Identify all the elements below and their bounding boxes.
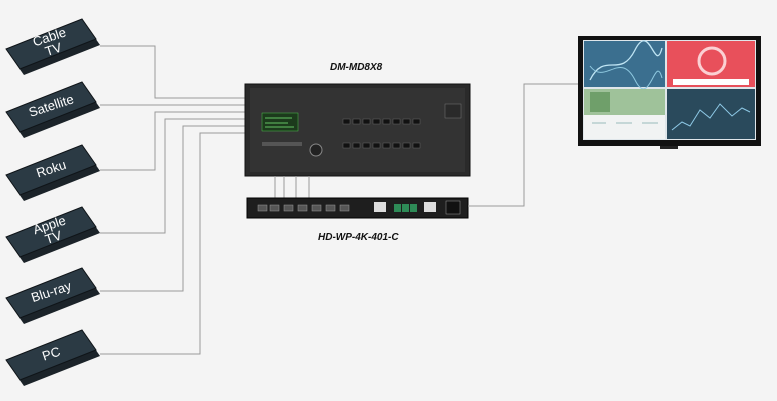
- switcher-knob-icon: [309, 143, 323, 157]
- wire-roku: [100, 111, 245, 171]
- source-box-icon: [5, 329, 97, 381]
- source-device-satellite: Satellite: [5, 81, 100, 138]
- switcher-status-icon: [444, 103, 462, 119]
- wire-display: [468, 83, 582, 207]
- terminal-block-icon: [410, 204, 417, 212]
- wire-apple-tv: [100, 118, 245, 234]
- ethernet-port-icon: [424, 202, 436, 212]
- source-box-icon: [5, 144, 97, 196]
- ethernet-port-icon: [374, 202, 386, 212]
- terminal-block-icon: [394, 204, 401, 212]
- plant-icon: [590, 92, 610, 112]
- source-box-icon: [5, 18, 97, 70]
- source-device-roku: Roku: [5, 144, 100, 201]
- source-wires: [100, 45, 245, 355]
- dna-helix-icon: [589, 40, 663, 81]
- power-port-icon: [445, 200, 461, 215]
- source-label: PC: [40, 344, 62, 364]
- source-box-icon: [5, 81, 97, 133]
- switcher-button-icon: [362, 118, 371, 125]
- switcher-button-grid: [342, 103, 462, 149]
- display-tile-text: [584, 115, 665, 139]
- source-device-pc: PC: [5, 329, 100, 386]
- flat-panel-display: [578, 36, 761, 149]
- hdmi-port-icon: [283, 204, 294, 212]
- switcher-button-icon: [402, 142, 411, 149]
- terminal-block-icon: [402, 204, 409, 212]
- wallplate-ports: [257, 200, 461, 215]
- switcher-logo-icon: [262, 142, 302, 146]
- switcher-button-icon: [352, 118, 361, 125]
- stats-bar: [673, 79, 749, 85]
- matrix-switcher: DM-MD8X8: [244, 62, 471, 177]
- source-label: TV: [43, 227, 64, 247]
- switcher-button-icon: [402, 118, 411, 125]
- switcher-button-icon: [382, 142, 391, 149]
- source-label: TV: [43, 39, 64, 59]
- switcher-button-icon: [342, 142, 351, 149]
- source-device-blu-ray: Blu-ray: [5, 267, 100, 324]
- display-tile-dna: [584, 41, 665, 87]
- line-chart-icon: [671, 103, 751, 131]
- hdmi-port-icon: [257, 204, 268, 212]
- switcher-button-icon: [372, 118, 381, 125]
- switcher-lcd-icon: [261, 112, 299, 132]
- wallplate-chassis: [246, 197, 469, 219]
- source-box-icon: [5, 206, 97, 258]
- source-box-icon: [5, 267, 97, 319]
- switcher-button-icon: [412, 118, 421, 125]
- switcher-button-icon: [412, 142, 421, 149]
- display-tile-chart: [667, 89, 755, 139]
- switcher-button-icon: [342, 118, 351, 125]
- hdmi-port-icon: [325, 204, 336, 212]
- wire-cable-tv: [100, 45, 245, 99]
- switcher-button-icon: [352, 142, 361, 149]
- switcher-wallplate-wires: [274, 176, 310, 198]
- wall-plate-switcher: HD-WP-4K-401-C: [246, 197, 469, 243]
- hdmi-port-icon: [311, 204, 322, 212]
- display-stand: [660, 146, 678, 149]
- switcher-button-icon: [382, 118, 391, 125]
- dna-helix-strand: [589, 65, 663, 90]
- switcher-button-icon: [392, 118, 401, 125]
- switcher-button-icon: [362, 142, 371, 149]
- hdmi-port-icon: [269, 204, 280, 212]
- switcher-label: DM-MD8X8: [330, 62, 383, 73]
- wallplate-label: HD-WP-4K-401-C: [318, 232, 399, 243]
- switcher-button-icon: [392, 142, 401, 149]
- hdmi-port-icon: [297, 204, 308, 212]
- progress-ring-icon: [697, 46, 727, 76]
- hdmi-port-icon: [339, 204, 350, 212]
- switcher-button-icon: [372, 142, 381, 149]
- wire-pc: [100, 132, 245, 355]
- wire-blu-ray: [100, 125, 245, 292]
